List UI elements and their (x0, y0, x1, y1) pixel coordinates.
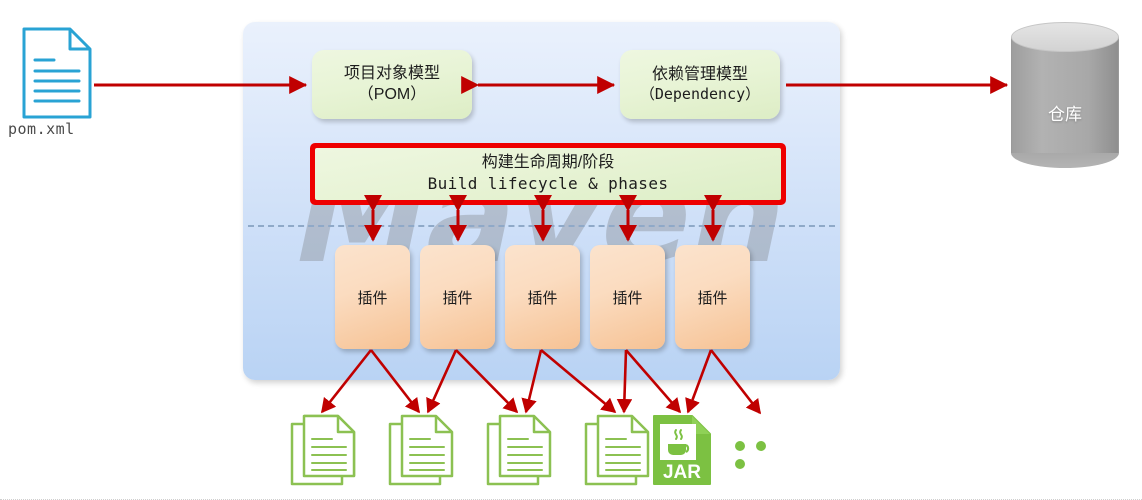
repository-cylinder-icon[interactable]: 仓库 (1011, 22, 1119, 168)
lifecycle-line1: 构建生命周期/阶段 (481, 154, 615, 172)
document-icon (22, 27, 92, 119)
output-document-stack-1 (290, 414, 356, 486)
plugin-box-4[interactable]: 插件 (590, 245, 665, 349)
ellipsis-dots-icon (735, 441, 795, 469)
cylinder-top (1011, 22, 1119, 52)
dot-3 (735, 459, 745, 469)
box-build-lifecycle-inner: 构建生命周期/阶段 Build lifecycle & phases (315, 148, 781, 200)
plugin-label: 插件 (612, 289, 643, 307)
cylinder-body (1011, 37, 1119, 153)
pom-file-label: pom.xml (8, 120, 75, 138)
plugin-box-3[interactable]: 插件 (505, 245, 580, 349)
plugin-box-5[interactable]: 插件 (675, 245, 750, 349)
output-document-stack-4 (584, 414, 650, 486)
output-document-stack-2 (388, 414, 454, 486)
plugin-box-2[interactable]: 插件 (420, 245, 495, 349)
box-dependency-model[interactable]: 依赖管理模型 （Dependency） (620, 50, 780, 119)
box-dependency-line2: （Dependency） (639, 85, 761, 104)
plugin-label: 插件 (442, 289, 473, 307)
jar-file-icon: JAR (652, 414, 712, 486)
plugin-box-1[interactable]: 插件 (335, 245, 410, 349)
plugin-label: 插件 (527, 289, 558, 307)
separator-dashed-line (248, 225, 835, 227)
repository-label: 仓库 (1048, 105, 1082, 124)
plugin-label: 插件 (357, 289, 388, 307)
dot-1 (735, 441, 745, 451)
output-document-stack-3 (486, 414, 552, 486)
box-project-object-model[interactable]: 项目对象模型 （POM） (312, 50, 472, 119)
box-pom-line2: （POM） (357, 85, 427, 103)
plugin-label: 插件 (697, 289, 728, 307)
svg-text:JAR: JAR (663, 462, 701, 483)
box-pom-line1: 项目对象模型 (343, 65, 440, 83)
box-build-lifecycle[interactable]: 构建生命周期/阶段 Build lifecycle & phases (310, 143, 786, 205)
box-dependency-line1: 依赖管理模型 (651, 65, 748, 83)
lifecycle-line2: Build lifecycle & phases (427, 174, 669, 193)
dot-2 (756, 441, 766, 451)
